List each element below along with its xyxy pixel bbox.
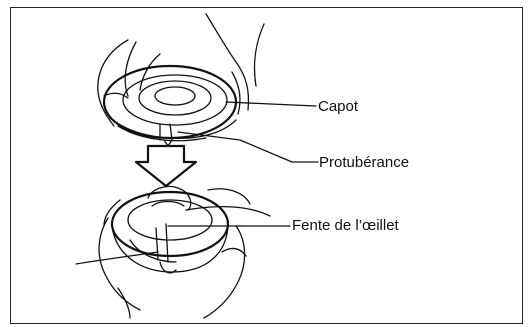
cap-drawing	[104, 66, 236, 146]
eyelet-slot-label: Fente de l’œillet	[292, 218, 399, 233]
capot-label: Capot	[318, 99, 358, 114]
protuberance-label: Protubérance	[319, 155, 409, 170]
lower-hands-drawing	[99, 200, 246, 318]
down-arrow-icon	[136, 146, 196, 186]
upper-hand-drawing	[98, 14, 264, 126]
spool-drawing	[76, 186, 270, 272]
